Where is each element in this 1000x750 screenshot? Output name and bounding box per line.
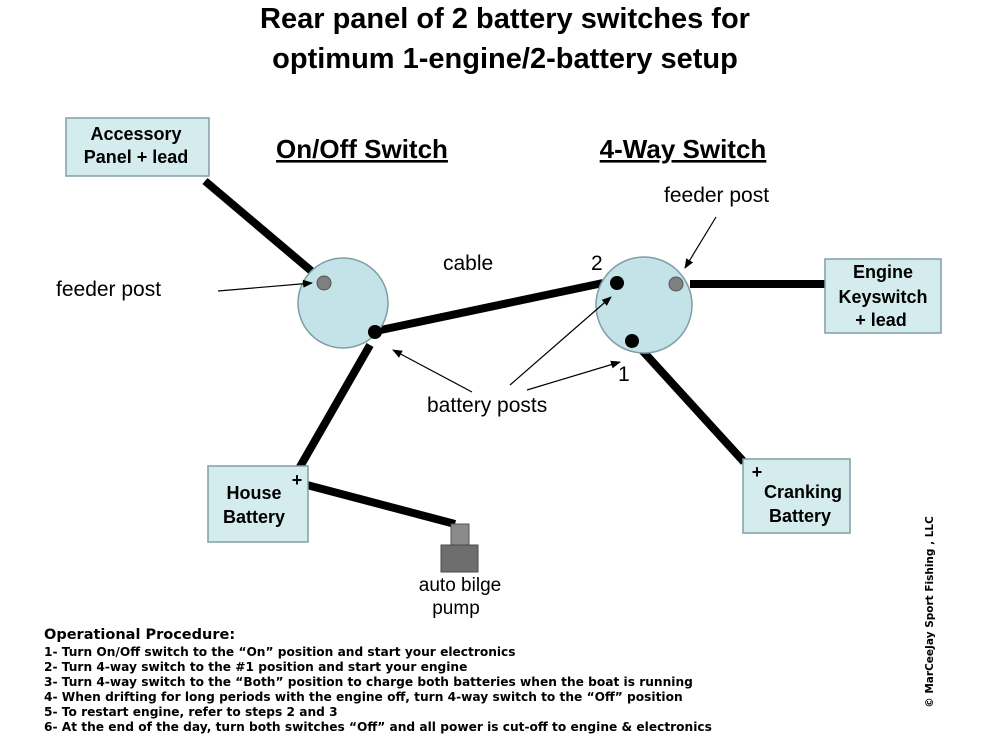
operational-procedure: Operational Procedure: 1- Turn On/Off sw…: [44, 627, 712, 734]
arrow-feeder-post-left: [217, 279, 313, 292]
cables: [202, 177, 825, 528]
cranking-battery-positive-sign: +: [752, 462, 763, 482]
accessory-label-line-2: Panel + lead: [84, 147, 189, 167]
arrow-battery-post-1: [526, 360, 621, 391]
onoff-battery-post: [368, 325, 382, 339]
engine-keyswitch-box: Engine Keyswitch + lead: [824, 258, 942, 334]
fourway-feeder-post: [668, 276, 684, 292]
cranking-battery-cable: [637, 345, 747, 465]
procedure-step: 3- Turn 4-way switch to the “Both” posit…: [44, 675, 693, 689]
post-number-1: 1: [618, 363, 630, 386]
post-number-2: 2: [591, 252, 603, 275]
house-label-line-1: House: [226, 483, 281, 503]
bilge-pump: auto bilge pump: [419, 523, 501, 619]
fourway-battery-post-2: [610, 276, 624, 290]
procedure-step: 1- Turn On/Off switch to the “On” positi…: [44, 645, 516, 659]
accessory-lead-cable: [202, 177, 325, 284]
onoff-switch: [297, 257, 389, 349]
arrow-feeder-post-right: [684, 216, 717, 269]
title-line-2: optimum 1-engine/2-battery setup: [272, 43, 738, 75]
fourway-battery-post-1: [625, 334, 639, 348]
cable-label: cable: [443, 252, 493, 275]
battery-posts-label: battery posts: [427, 394, 547, 417]
feeder-post-label-right: feeder post: [664, 184, 769, 207]
feeder-post-label-left: feeder post: [56, 278, 161, 301]
bilge-pump-cable: [305, 481, 457, 528]
procedure-step: 6- At the end of the day, turn both swit…: [44, 720, 712, 734]
onoff-feeder-post: [316, 275, 332, 291]
fourway-switch-heading: 4-Way Switch: [600, 134, 767, 164]
house-battery-positive-sign: +: [292, 470, 303, 490]
house-battery-cable: [293, 343, 374, 474]
bilge-label-line-2: pump: [432, 598, 480, 619]
bilge-pump-body: [440, 544, 479, 573]
cranking-label-line-2: Battery: [769, 506, 831, 526]
house-label-line-2: Battery: [223, 507, 285, 527]
fourway-switch: [595, 256, 693, 354]
bilge-pump-cap: [450, 523, 470, 547]
bilge-label-line-1: auto bilge: [419, 575, 501, 596]
copyright-notice: © MarCeeJay Sport Fishing , LLC: [924, 516, 936, 708]
engine-label-line-2: Keyswitch: [838, 287, 927, 307]
arrow-battery-post-onoff: [392, 349, 473, 393]
interconnect-cable: [375, 279, 604, 335]
house-battery-box: + House Battery: [207, 465, 309, 543]
engine-label-line-1: Engine: [853, 262, 913, 282]
procedure-step: 4- When drifting for long periods with t…: [44, 690, 683, 704]
accessory-panel-box: Accessory Panel + lead: [65, 117, 210, 177]
engine-label-line-3: + lead: [855, 310, 907, 330]
title-line-1: Rear panel of 2 battery switches for: [260, 3, 750, 35]
fourway-switch-body: [595, 256, 693, 354]
accessory-label-line-1: Accessory: [90, 124, 181, 144]
cranking-label-line-1: Cranking: [764, 482, 842, 502]
procedure-title: Operational Procedure:: [44, 627, 235, 643]
pointer-arrows: [217, 216, 717, 393]
onoff-switch-heading: On/Off Switch: [276, 134, 448, 164]
cranking-battery-box: + Cranking Battery: [742, 458, 851, 534]
procedure-step: 2- Turn 4-way switch to the #1 position …: [44, 660, 467, 674]
procedure-step: 5- To restart engine, refer to steps 2 a…: [44, 705, 338, 719]
arrow-battery-post-2: [509, 296, 612, 386]
